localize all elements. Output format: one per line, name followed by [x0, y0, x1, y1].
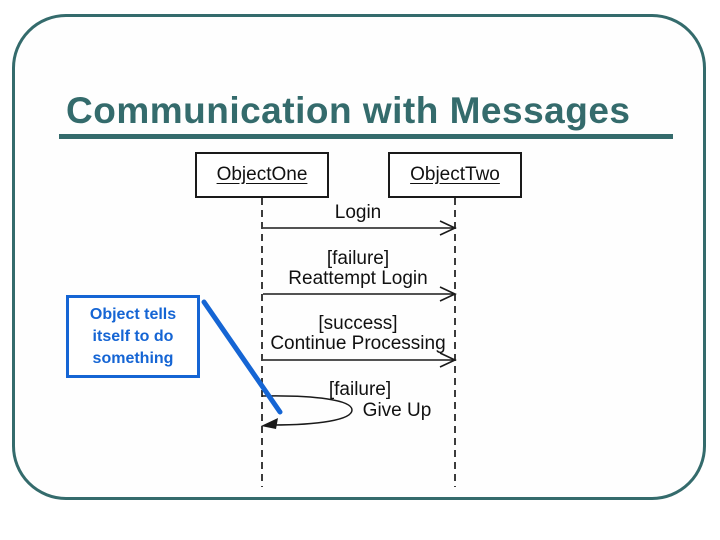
guard-label-failure-2: [failure] [328, 379, 392, 400]
guard-label-success: [success] [318, 313, 398, 334]
message-label-reattempt-login: Reattempt Login [288, 268, 428, 289]
callout-text-line2: itself to do [92, 327, 174, 345]
slide-border [12, 14, 706, 500]
object-box-objecttwo: ObjectTwo [388, 152, 522, 198]
object-box-objectone: ObjectOne [195, 152, 329, 198]
callout-box: Object tells itself to do something [66, 295, 200, 378]
object-label-objectone: ObjectOne [216, 164, 308, 185]
page-title: Communication with Messages [66, 90, 631, 131]
callout-text-line1: Object tells [89, 305, 177, 323]
message-label-login: Login [334, 202, 382, 223]
callout-text: Object tells itself to do something [90, 304, 176, 370]
guard-label-failure-1: [failure] [326, 248, 390, 269]
message-label-continue-processing: Continue Processing [270, 333, 446, 354]
title-underline-rule [59, 134, 673, 139]
message-label-give-up: Give Up [362, 400, 432, 421]
object-label-objecttwo: ObjectTwo [410, 164, 500, 185]
callout-text-line3: something [92, 349, 174, 367]
